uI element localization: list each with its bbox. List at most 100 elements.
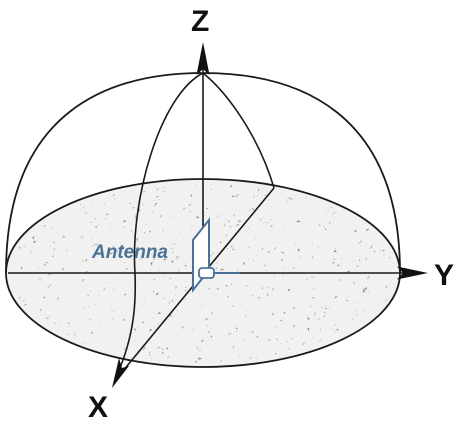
- speckle: [274, 259, 276, 261]
- speckle: [208, 287, 211, 290]
- speckle: [90, 290, 92, 293]
- speckle: [261, 326, 262, 328]
- speckle: [42, 296, 47, 299]
- speckle: [183, 207, 186, 211]
- speckle: [23, 303, 28, 306]
- speckle: [23, 245, 27, 248]
- speckle: [252, 224, 253, 226]
- speckle: [139, 258, 142, 261]
- speckle: [219, 359, 223, 363]
- speckle: [54, 322, 56, 324]
- speckle: [175, 257, 180, 260]
- speckle: [173, 243, 176, 246]
- speckle: [282, 283, 284, 284]
- speckle: [96, 332, 99, 336]
- speckle: [388, 256, 391, 259]
- speckle: [123, 220, 127, 223]
- speckle: [249, 209, 251, 213]
- speckle: [97, 223, 100, 227]
- speckle: [196, 346, 199, 349]
- speckle: [301, 284, 303, 287]
- speckle: [157, 323, 159, 326]
- speckle: [158, 199, 160, 201]
- speckle: [109, 252, 114, 255]
- speckle: [288, 197, 291, 200]
- speckle: [171, 300, 174, 303]
- speckle: [82, 260, 85, 262]
- speckle: [125, 267, 128, 271]
- speckle: [74, 335, 76, 337]
- speckle: [91, 244, 96, 248]
- speckle: [235, 195, 238, 198]
- speckle: [36, 267, 41, 271]
- speckle: [211, 219, 212, 220]
- speckle: [176, 255, 179, 258]
- speckle: [357, 301, 360, 304]
- speckle: [184, 267, 187, 270]
- speckle: [271, 313, 275, 316]
- speckle: [256, 241, 258, 243]
- speckle: [32, 236, 35, 240]
- speckle: [260, 322, 262, 323]
- speckle: [157, 312, 162, 315]
- speckle: [241, 241, 243, 243]
- speckle: [184, 289, 187, 292]
- speckle: [45, 314, 47, 316]
- speckle: [38, 278, 42, 281]
- speckle: [245, 284, 248, 287]
- speckle: [311, 337, 314, 338]
- speckle: [263, 264, 266, 267]
- speckle: [201, 339, 205, 343]
- speckle: [109, 235, 111, 237]
- speckle: [267, 287, 269, 289]
- speckle: [123, 261, 126, 265]
- speckle: [153, 205, 157, 208]
- speckle: [161, 352, 164, 355]
- speckle: [232, 305, 235, 307]
- speckle: [243, 261, 246, 266]
- speckle: [72, 318, 74, 320]
- speckle: [280, 291, 283, 293]
- speckle: [262, 217, 264, 219]
- speckle: [53, 241, 56, 244]
- speckle: [257, 188, 260, 192]
- speckle: [47, 299, 49, 302]
- speckle: [174, 354, 176, 356]
- speckle: [253, 195, 255, 199]
- speckle: [154, 203, 158, 206]
- speckle: [251, 207, 255, 211]
- speckle: [327, 280, 329, 282]
- speckle: [223, 224, 225, 227]
- x-axis-label: X: [88, 391, 108, 424]
- speckle: [43, 224, 47, 227]
- speckle: [354, 229, 357, 232]
- speckle: [235, 224, 239, 227]
- speckle: [215, 266, 218, 270]
- speckle: [303, 246, 305, 248]
- speckle: [216, 215, 220, 218]
- speckle: [238, 354, 240, 356]
- speckle: [288, 223, 289, 224]
- speckle: [161, 348, 164, 350]
- speckle: [200, 305, 204, 308]
- speckle: [352, 260, 354, 262]
- speckle: [266, 293, 269, 297]
- speckle: [31, 250, 33, 252]
- speckle: [318, 338, 322, 342]
- speckle: [94, 243, 99, 246]
- speckle: [323, 225, 325, 228]
- speckle: [142, 348, 146, 351]
- speckle: [235, 193, 240, 198]
- speckle: [261, 248, 264, 251]
- speckle: [129, 255, 131, 257]
- speckle: [285, 198, 287, 200]
- speckle: [224, 223, 226, 226]
- speckle: [143, 284, 145, 286]
- speckle: [168, 314, 173, 317]
- speckle: [272, 288, 274, 291]
- speckle: [59, 322, 61, 324]
- speckle: [230, 333, 232, 336]
- speckle: [337, 330, 339, 332]
- speckle: [320, 225, 322, 227]
- speckle: [267, 251, 270, 253]
